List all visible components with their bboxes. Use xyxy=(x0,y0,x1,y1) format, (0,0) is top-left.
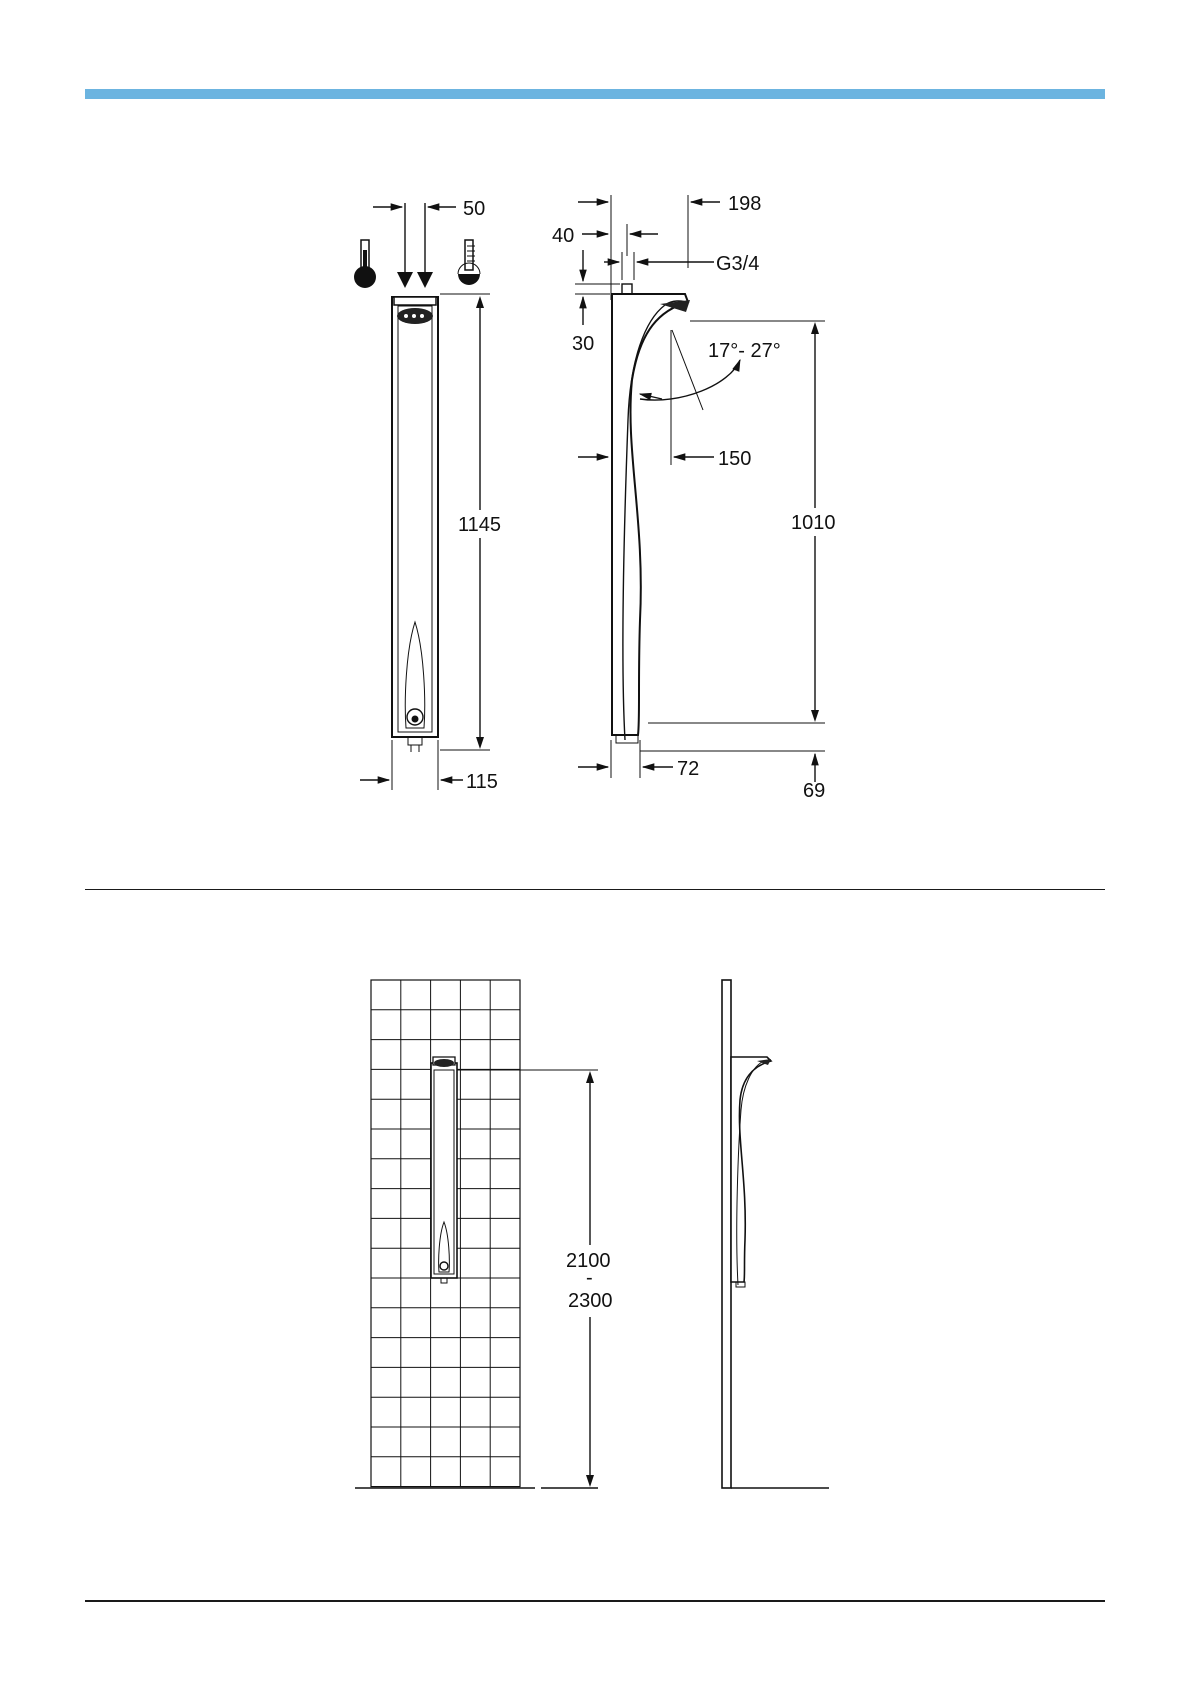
wall-section xyxy=(722,980,731,1488)
dim-head-reach: 150 xyxy=(718,448,751,470)
dim-base-offset: 69 xyxy=(803,780,825,802)
dim-top-offset: 30 xyxy=(572,333,594,355)
front-view: 50 1145 115 xyxy=(354,198,505,793)
dim-install-dash: - xyxy=(586,1267,593,1289)
dim-panel-height: 1145 xyxy=(458,514,501,536)
dim-panel-width: 115 xyxy=(466,771,498,793)
installation-side-view xyxy=(722,980,829,1488)
thermometer-cold-icon xyxy=(354,240,376,288)
dim-head-height: 1010 xyxy=(791,512,836,534)
dim-connection: G3/4 xyxy=(716,253,759,275)
thermometer-hot-icon xyxy=(458,240,480,285)
shower-panel-front xyxy=(392,297,438,737)
dim-base-depth: 72 xyxy=(677,758,699,780)
side-view: 198 40 G3/4 30 17°- 27° 150 xyxy=(552,193,841,802)
dim-inlet-spacing: 50 xyxy=(463,198,485,220)
dim-angle: 17°- 27° xyxy=(708,340,781,362)
installed-panel-front xyxy=(431,1063,457,1278)
dim-pipe-offset: 40 xyxy=(552,225,574,247)
installation-front-view: 2100 - 2300 xyxy=(355,980,620,1488)
dim-install-height-max: 2300 xyxy=(568,1290,613,1312)
dim-side-depth: 198 xyxy=(728,193,761,215)
